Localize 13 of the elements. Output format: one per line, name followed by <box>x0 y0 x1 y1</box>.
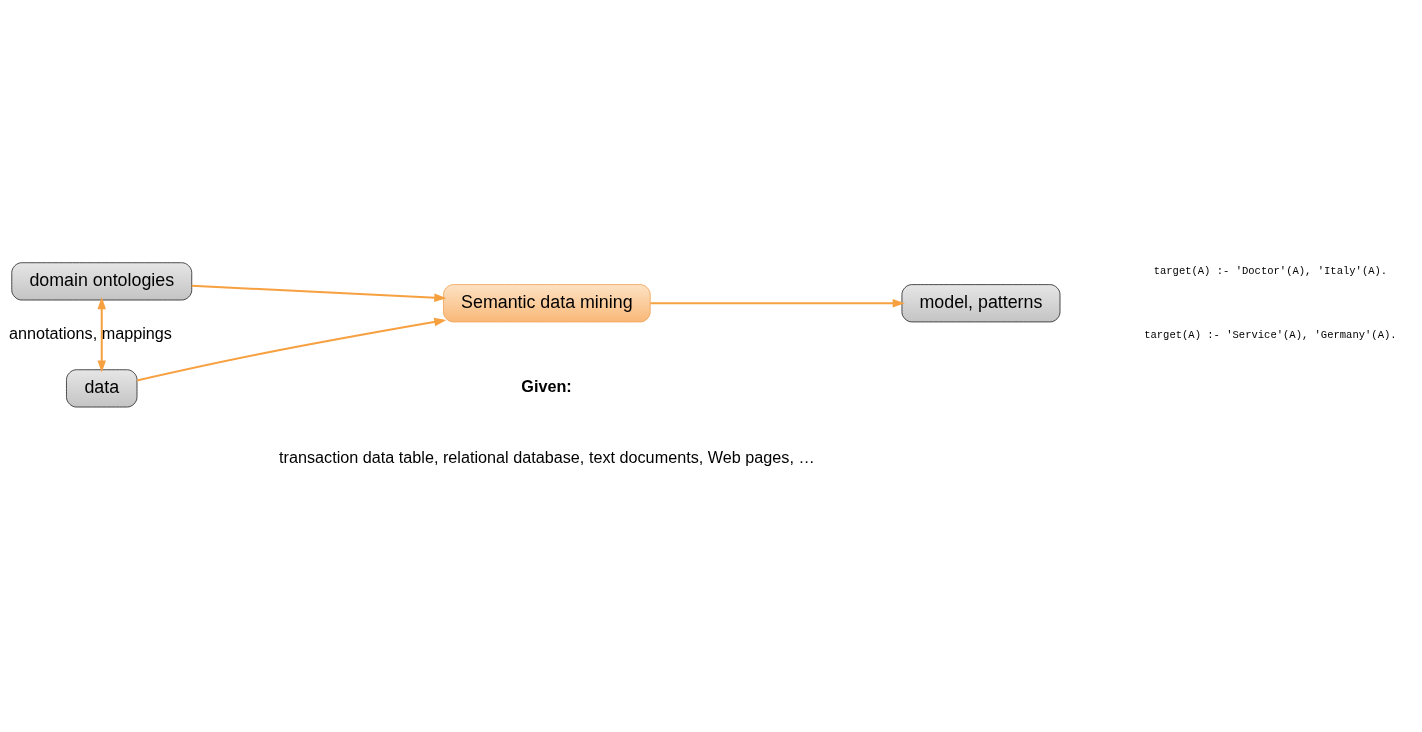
label: target(A) :- 'Doctor'(A), 'Italy'(A). <box>1153 264 1388 277</box>
edge-label: annotations, mappings <box>8 323 172 342</box>
node-box: data <box>66 368 138 407</box>
label: transaction data table, relational database, text documents, Web pages, … <box>279 447 815 466</box>
label: target(A) :- 'Service'(A), 'Germany'(A). <box>1144 328 1397 341</box>
label: Given: <box>521 376 572 395</box>
node-box: model, patterns <box>901 283 1061 322</box>
node-box: domain ontologies <box>11 261 193 300</box>
arrow <box>136 317 447 381</box>
arrow <box>97 296 107 373</box>
node-box: Semantic data mining <box>443 283 651 322</box>
arrow <box>650 298 905 308</box>
arrow <box>191 284 447 302</box>
